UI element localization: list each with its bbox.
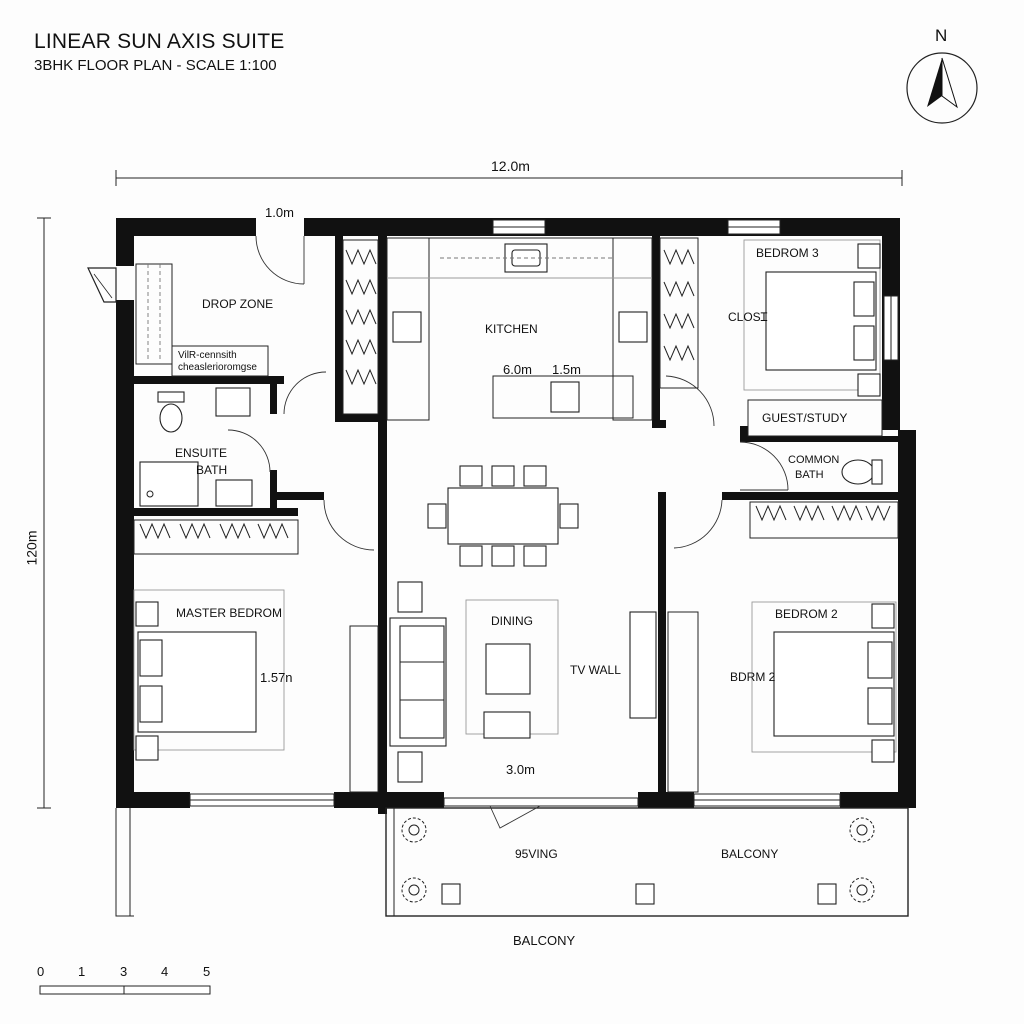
north-label: N (935, 26, 948, 45)
room-label-bedroom-2: BEDROM 2 (775, 607, 838, 621)
room-label-kitchen: KITCHEN (485, 322, 538, 336)
exterior-walls (116, 218, 916, 808)
plan-title: LINEAR SUN AXIS SUITE (34, 30, 285, 53)
room-label-balcony-bottom: BALCONY (513, 933, 576, 948)
scale-tick-label: 3 (120, 964, 128, 979)
plan-subtitle: 3BHK FLOOR PLAN - SCALE 1:100 (34, 57, 277, 74)
bedroom-2-bed (751, 601, 897, 763)
room-label-common-bath: COMMON (788, 454, 840, 466)
drop-zone-wardrobe (342, 239, 379, 415)
room-label-bedroom-3: BEDROM 3 (756, 246, 819, 260)
guest-study-desk (747, 399, 883, 437)
entry-door-dimension: 1.0m (265, 205, 294, 220)
bedroom-3-wardrobe (659, 237, 715, 427)
left-height-dimension: 120m (23, 530, 40, 566)
room-label-living-balcony: 95VING (515, 847, 558, 861)
drop-zone-note: cheaslerioromgse (178, 362, 257, 373)
kitchen-width-dimension: 6.0m (503, 362, 532, 377)
windows (189, 219, 899, 807)
room-label-dining: DINING (491, 614, 533, 628)
north-arrow-icon (906, 52, 978, 124)
plant-icon (401, 817, 875, 903)
room-label-guest-study: GUEST/STUDY (762, 411, 848, 425)
room-label-common-bath: BATH (795, 469, 824, 481)
interior-walls (134, 236, 898, 814)
drop-zone-area (135, 235, 305, 377)
bedroom-2-console (667, 611, 699, 793)
living-width-dimension: 3.0m (506, 762, 535, 777)
bedroom-3-bed (743, 239, 881, 397)
scale-tick-label: 1 (78, 964, 86, 979)
room-label-ensuite: BATH (196, 463, 228, 477)
room-label-drop-zone: DROP ZONE (202, 297, 274, 311)
bedroom-2-wardrobe (673, 499, 899, 549)
master-bed-dimension: 1.57n (260, 670, 293, 685)
scale-tick-label: 0 (37, 964, 45, 979)
left-dimension-line (37, 217, 51, 809)
top-width-dimension: 12.0m (491, 158, 530, 174)
room-label-closet: CLOSꞮ (728, 310, 768, 324)
master-bedroom-wardrobe (133, 499, 375, 555)
top-dimension-line (115, 170, 903, 186)
entry-canopy (87, 267, 117, 303)
island-width-dimension: 1.5m (552, 362, 581, 377)
master-tv-console (349, 625, 379, 793)
room-label-tv-wall: TV WALL (570, 663, 621, 677)
dining-table (427, 465, 579, 567)
room-label-balcony: BALCONY (721, 847, 779, 861)
ensuite-bath-fixtures (139, 371, 327, 507)
room-label-ensuite: ENSUITE (175, 446, 228, 460)
room-label-master-bedroom: MASTER BEDROM (176, 606, 283, 620)
room-label-bdrm-2: BDRM 2 (730, 670, 776, 684)
common-bath-fixtures (739, 441, 883, 491)
scale-bar (39, 985, 211, 995)
scale-tick-label: 4 (161, 964, 169, 979)
living-furniture (389, 581, 657, 783)
kitchen-counters (386, 237, 653, 421)
master-bed (133, 589, 285, 761)
drop-zone-note: VilR-cennsith (178, 350, 237, 361)
scale-tick-label: 5 (203, 964, 211, 979)
living-balcony (385, 805, 909, 917)
left-balcony (115, 808, 134, 917)
